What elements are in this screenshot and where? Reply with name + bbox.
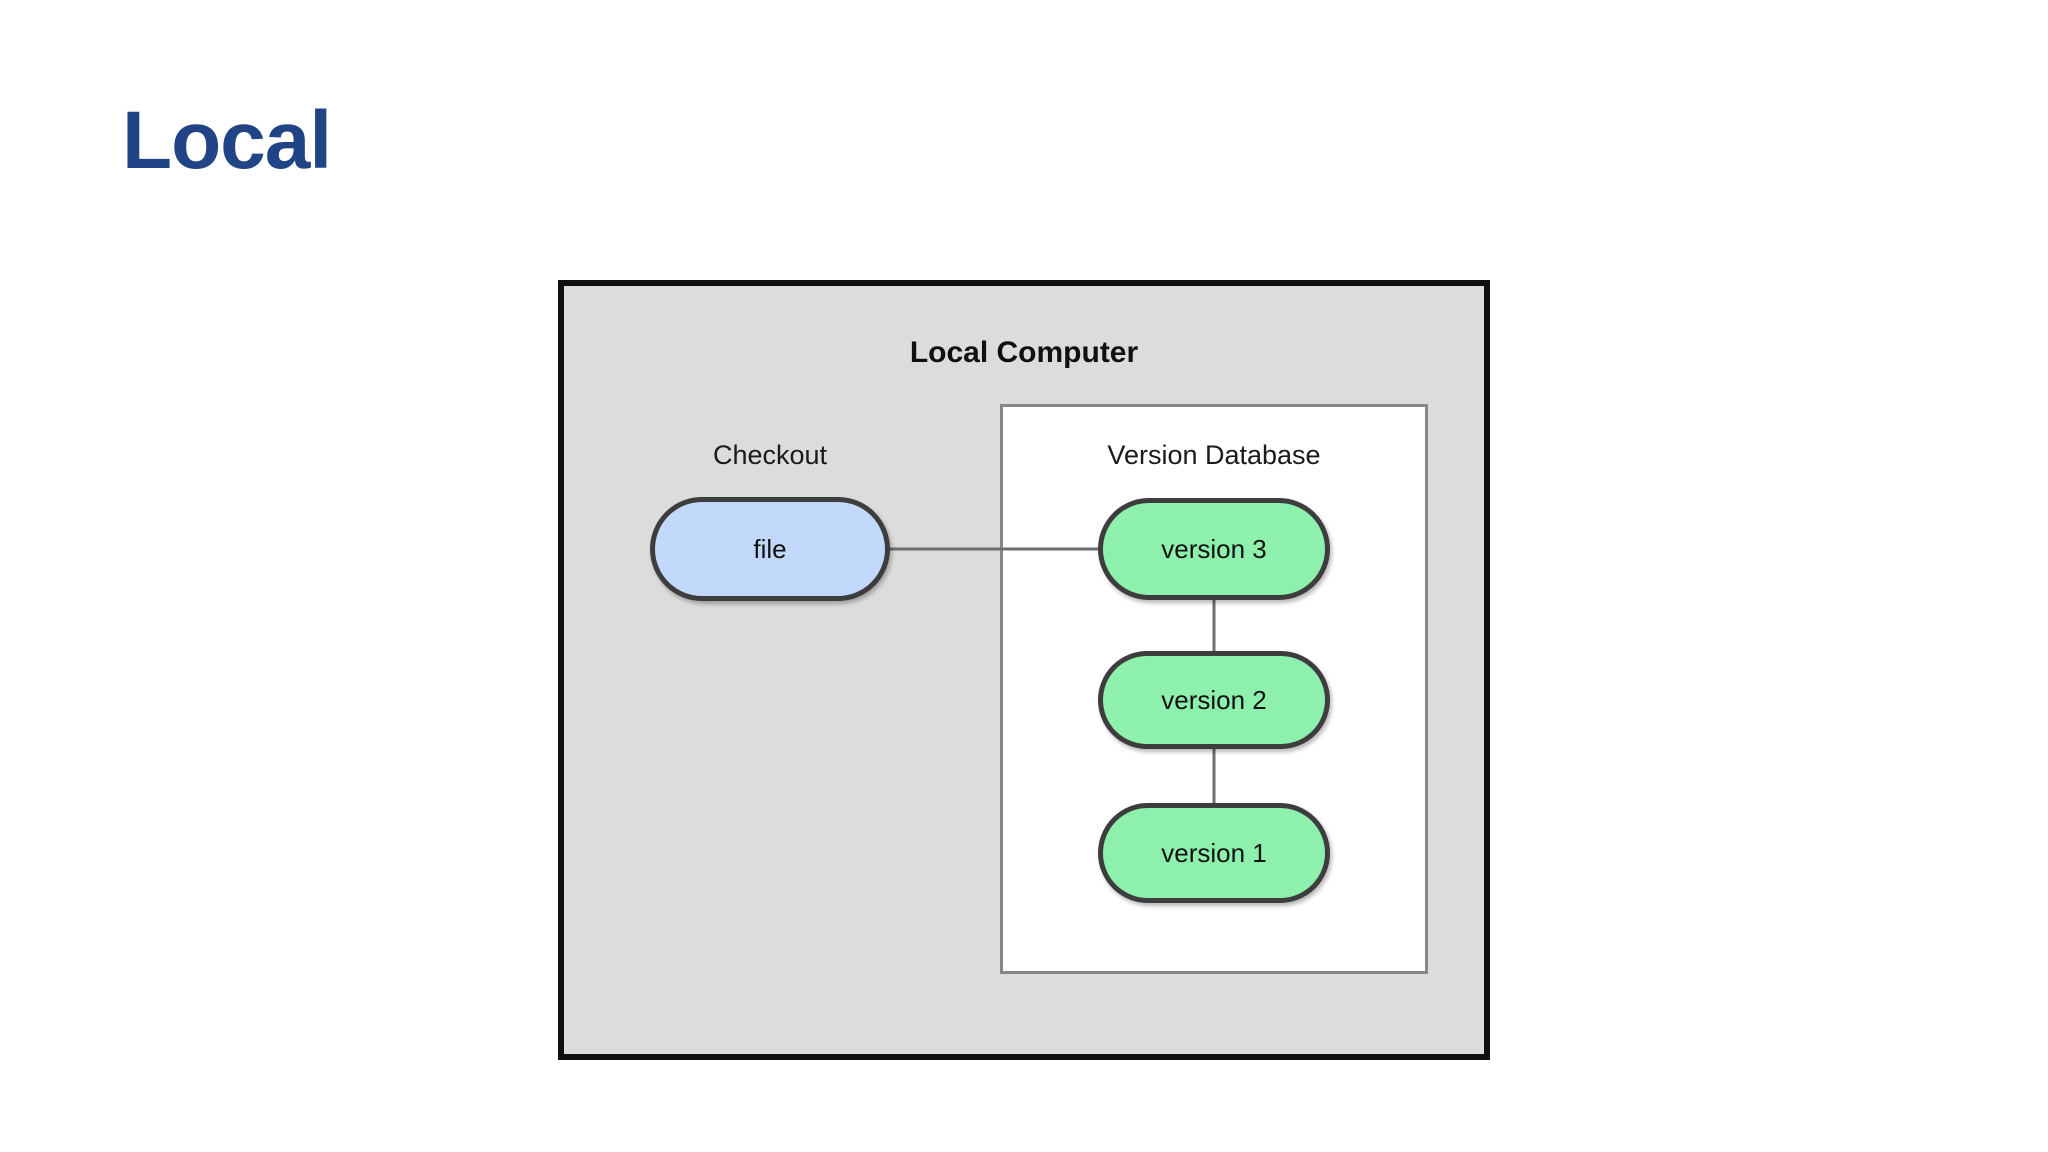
checkout-label: Checkout (712, 440, 828, 470)
node-file-label: file (753, 533, 787, 564)
node-version-1[interactable]: version 1 (1098, 803, 1330, 903)
node-file[interactable]: file (650, 497, 890, 601)
node-version-3[interactable]: version 3 (1098, 498, 1330, 600)
version-database-label: Version Database (1107, 440, 1321, 470)
local-computer-label: Local Computer (909, 336, 1139, 369)
node-version-3-label: version 3 (1161, 533, 1267, 564)
node-version-2-label: version 2 (1161, 684, 1267, 715)
page-title: Local (122, 95, 332, 186)
node-version-2[interactable]: version 2 (1098, 651, 1330, 749)
node-version-1-label: version 1 (1161, 837, 1267, 868)
